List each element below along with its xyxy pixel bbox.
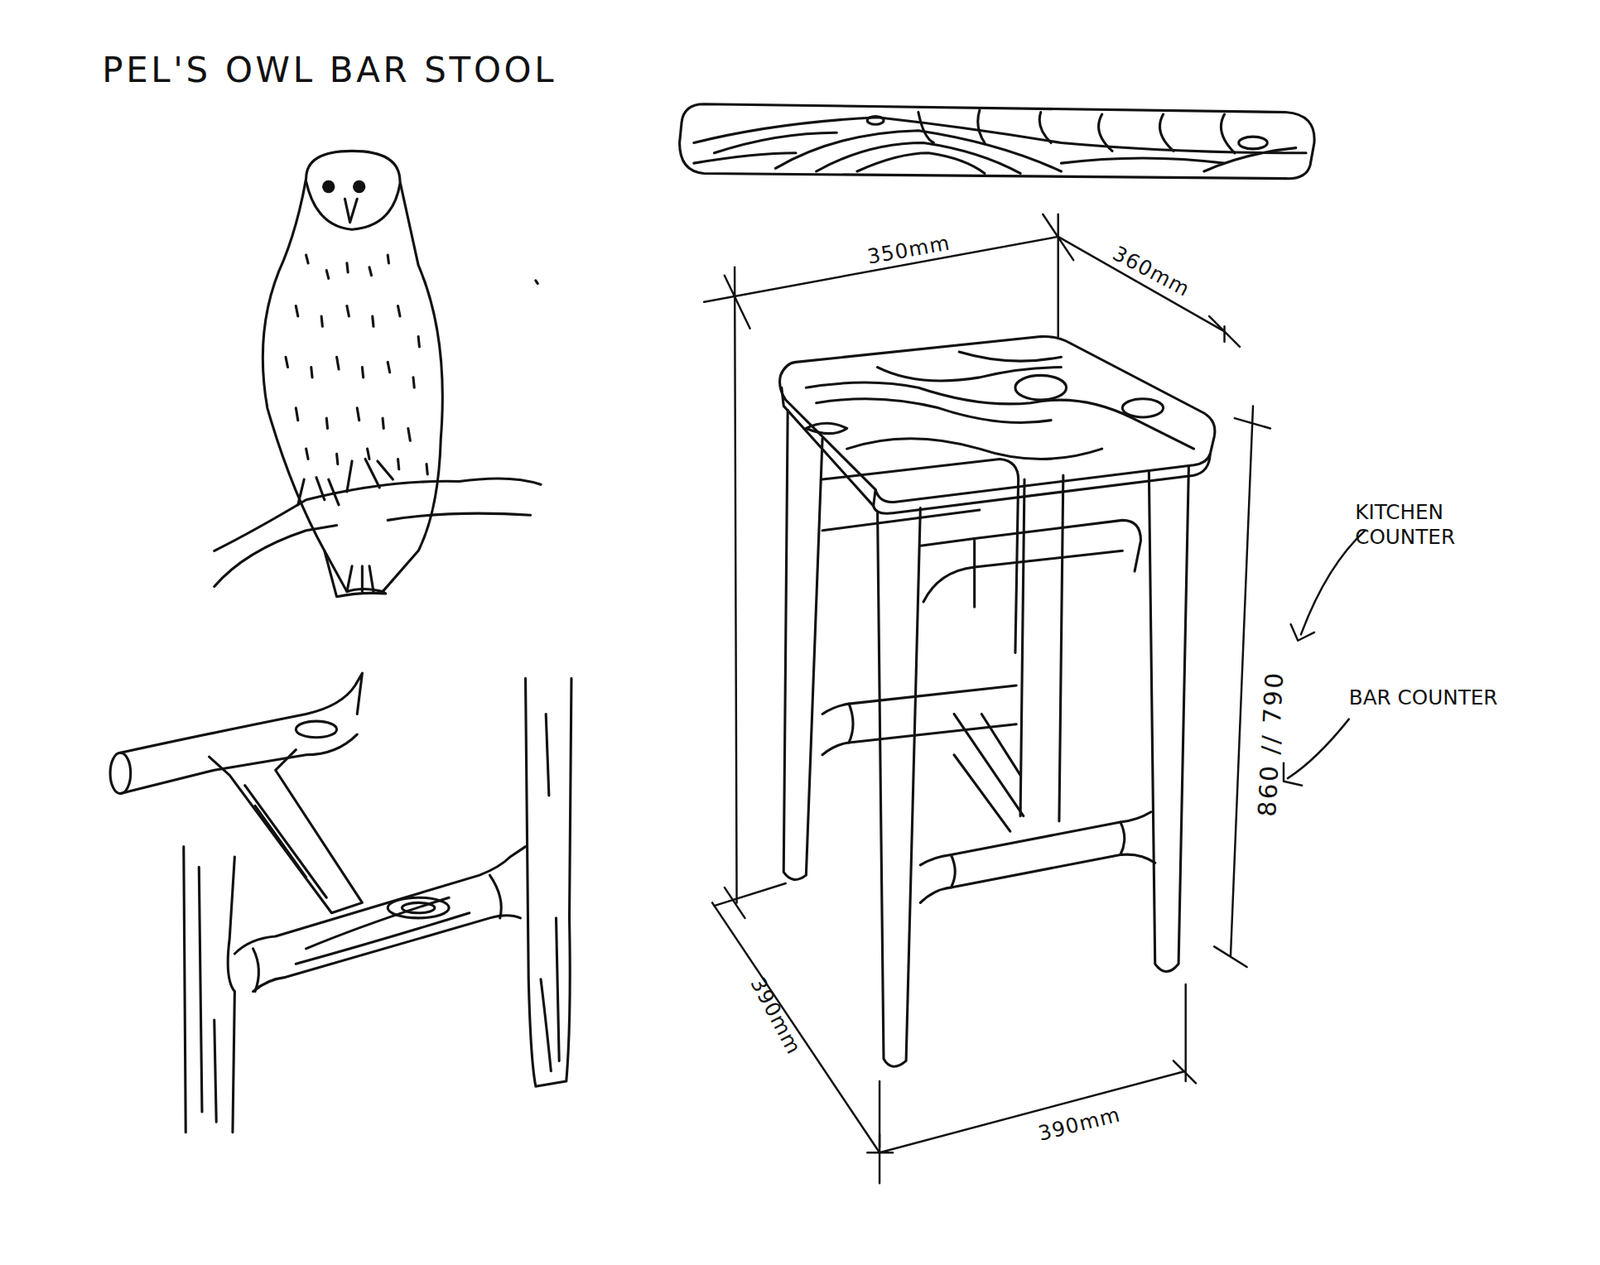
owl-drawing: [214, 150, 541, 597]
callout-note: BAR COUNTER: [1349, 685, 1543, 711]
dimension-label: 860 // 790: [1253, 670, 1290, 819]
callout-note: KITCHEN COUNTER: [1354, 500, 1519, 550]
seat-side-view: [679, 104, 1316, 179]
branch-joint-drawing: [110, 673, 572, 1133]
dimension-label: 360mm: [1108, 240, 1195, 303]
stool-drawing: [780, 336, 1215, 1067]
dimension-lines: [703, 214, 1271, 1184]
dimension-label: 390mm: [745, 973, 807, 1059]
leader-arrows: [1283, 530, 1366, 786]
dimension-label: 350mm: [865, 230, 953, 270]
title: PEL'S OWL BAR STOOL: [101, 48, 557, 90]
